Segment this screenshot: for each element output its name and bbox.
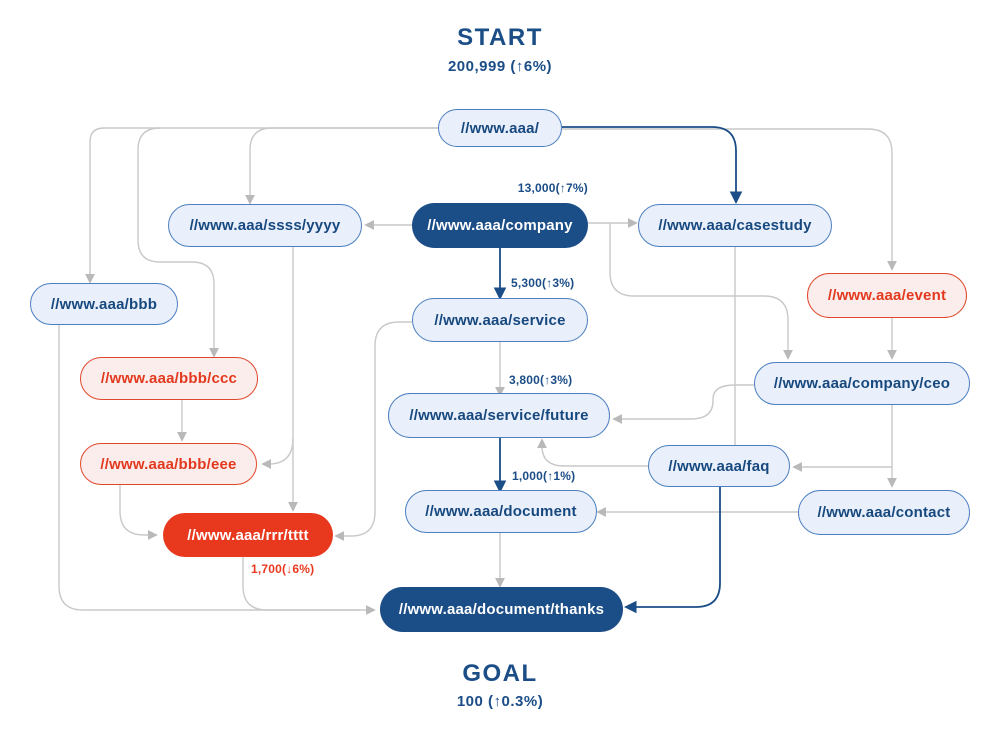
node-bbb-eee[interactable]: //www.aaa/bbb/eee — [80, 443, 257, 485]
edge-bbbeee-rrr — [119, 485, 158, 540]
edge-root-bbb — [85, 127, 438, 284]
edge-company-ceo — [609, 223, 793, 360]
edge-label-service-future: 3,800(↑3%) — [509, 373, 573, 387]
node-bbb-ccc[interactable]: //www.aaa/bbb/ccc — [80, 357, 258, 400]
node-document[interactable]: //www.aaa/document — [405, 490, 597, 533]
node-service-future[interactable]: //www.aaa/service/future — [388, 393, 610, 438]
edge-label-rrr-thanks: 1,700(↓6%) — [251, 562, 315, 576]
node-www-aaa[interactable]: //www.aaa/ — [438, 109, 562, 147]
node-company[interactable]: //www.aaa/company — [412, 203, 588, 248]
goal-value: 100 (↑0.3%) — [456, 693, 544, 710]
node-event[interactable]: //www.aaa/event — [807, 273, 967, 318]
edge-root-event — [562, 128, 897, 271]
edge-root-bbbccc — [137, 127, 219, 358]
edge-faq-future — [537, 438, 648, 467]
node-service[interactable]: //www.aaa/service — [412, 298, 588, 342]
edge-bbb-thanks — [58, 325, 376, 615]
edge-service-rrr — [334, 321, 412, 541]
start-title: START — [457, 24, 543, 51]
node-contact[interactable]: //www.aaa/contact — [798, 490, 970, 535]
edge-faq-thanks — [623, 487, 721, 614]
edge-root-casestudy — [562, 126, 743, 205]
node-rrr-tttt[interactable]: //www.aaa/rrr/tttt — [163, 513, 333, 557]
edge-rrr-thanks — [242, 557, 360, 611]
node-company-ceo[interactable]: //www.aaa/company/ceo — [754, 362, 970, 405]
edge-ssss-bbbeee — [261, 437, 294, 469]
goal-title: GOAL — [462, 660, 538, 687]
node-faq[interactable]: //www.aaa/faq — [648, 445, 790, 487]
node-document-thanks[interactable]: //www.aaa/document/thanks — [380, 587, 623, 632]
edge-ceo-future — [612, 384, 754, 424]
edge-root-ssss — [245, 127, 438, 205]
node-ssss-yyyy[interactable]: //www.aaa/ssss/yyyy — [168, 204, 362, 247]
edge-label-future-document: 1,000(↑1%) — [512, 469, 576, 483]
node-casestudy[interactable]: //www.aaa/casestudy — [638, 204, 832, 247]
node-bbb[interactable]: //www.aaa/bbb — [30, 283, 178, 325]
edge-label-company-in: 13,000(↑7%) — [517, 181, 588, 195]
edge-label-company-service: 5,300(↑3%) — [511, 276, 575, 290]
start-value: 200,999 (↑6%) — [447, 58, 553, 75]
